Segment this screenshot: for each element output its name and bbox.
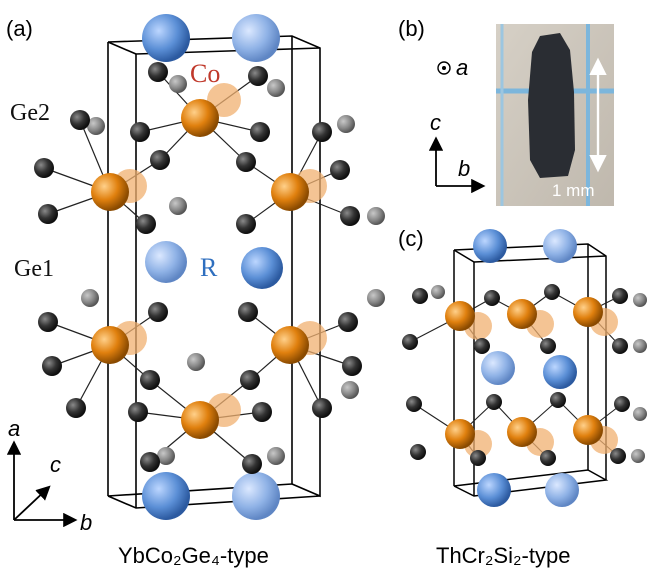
germanium-atoms-a bbox=[34, 62, 362, 474]
axis-label-c: c bbox=[50, 452, 61, 477]
axes-b bbox=[428, 136, 486, 194]
panel-c-tag: (c) bbox=[398, 226, 424, 251]
out-of-plane-icon bbox=[437, 61, 451, 75]
label-co: Co bbox=[190, 59, 220, 88]
rare-earth-atoms-c bbox=[473, 229, 579, 507]
cobalt-atoms-c bbox=[445, 297, 603, 449]
back-atoms-a bbox=[81, 75, 385, 465]
panel-b-tag: (b) bbox=[398, 16, 425, 41]
axis-b-b-label: b bbox=[458, 156, 470, 181]
caption-a: YbCo₂Ge₄-type bbox=[118, 543, 269, 568]
axes-a bbox=[6, 440, 78, 528]
caption-c: ThCr₂Si₂-type bbox=[436, 543, 570, 568]
scale-label: 1 mm bbox=[552, 181, 595, 200]
germanium-atoms-c bbox=[402, 284, 630, 466]
rare-earth-atoms-a bbox=[142, 14, 283, 520]
axis-label-a: a bbox=[8, 416, 20, 441]
panel-c: (c) bbox=[398, 226, 647, 568]
axis-label-b: b bbox=[80, 510, 92, 535]
panel-a: (a) bbox=[6, 14, 385, 568]
back-atoms-c bbox=[431, 285, 647, 463]
axis-b-c-label: c bbox=[430, 110, 441, 135]
panel-a-tag: (a) bbox=[6, 16, 33, 41]
cobalt-atoms-a bbox=[91, 99, 309, 439]
axis-b-dot-label: a bbox=[456, 55, 468, 80]
panel-b: (b) 1 mm a c b bbox=[398, 16, 614, 206]
crystal-sample bbox=[528, 33, 575, 178]
label-r: R bbox=[200, 253, 218, 282]
label-ge1: Ge1 bbox=[14, 256, 54, 282]
label-ge2: Ge2 bbox=[10, 100, 50, 126]
